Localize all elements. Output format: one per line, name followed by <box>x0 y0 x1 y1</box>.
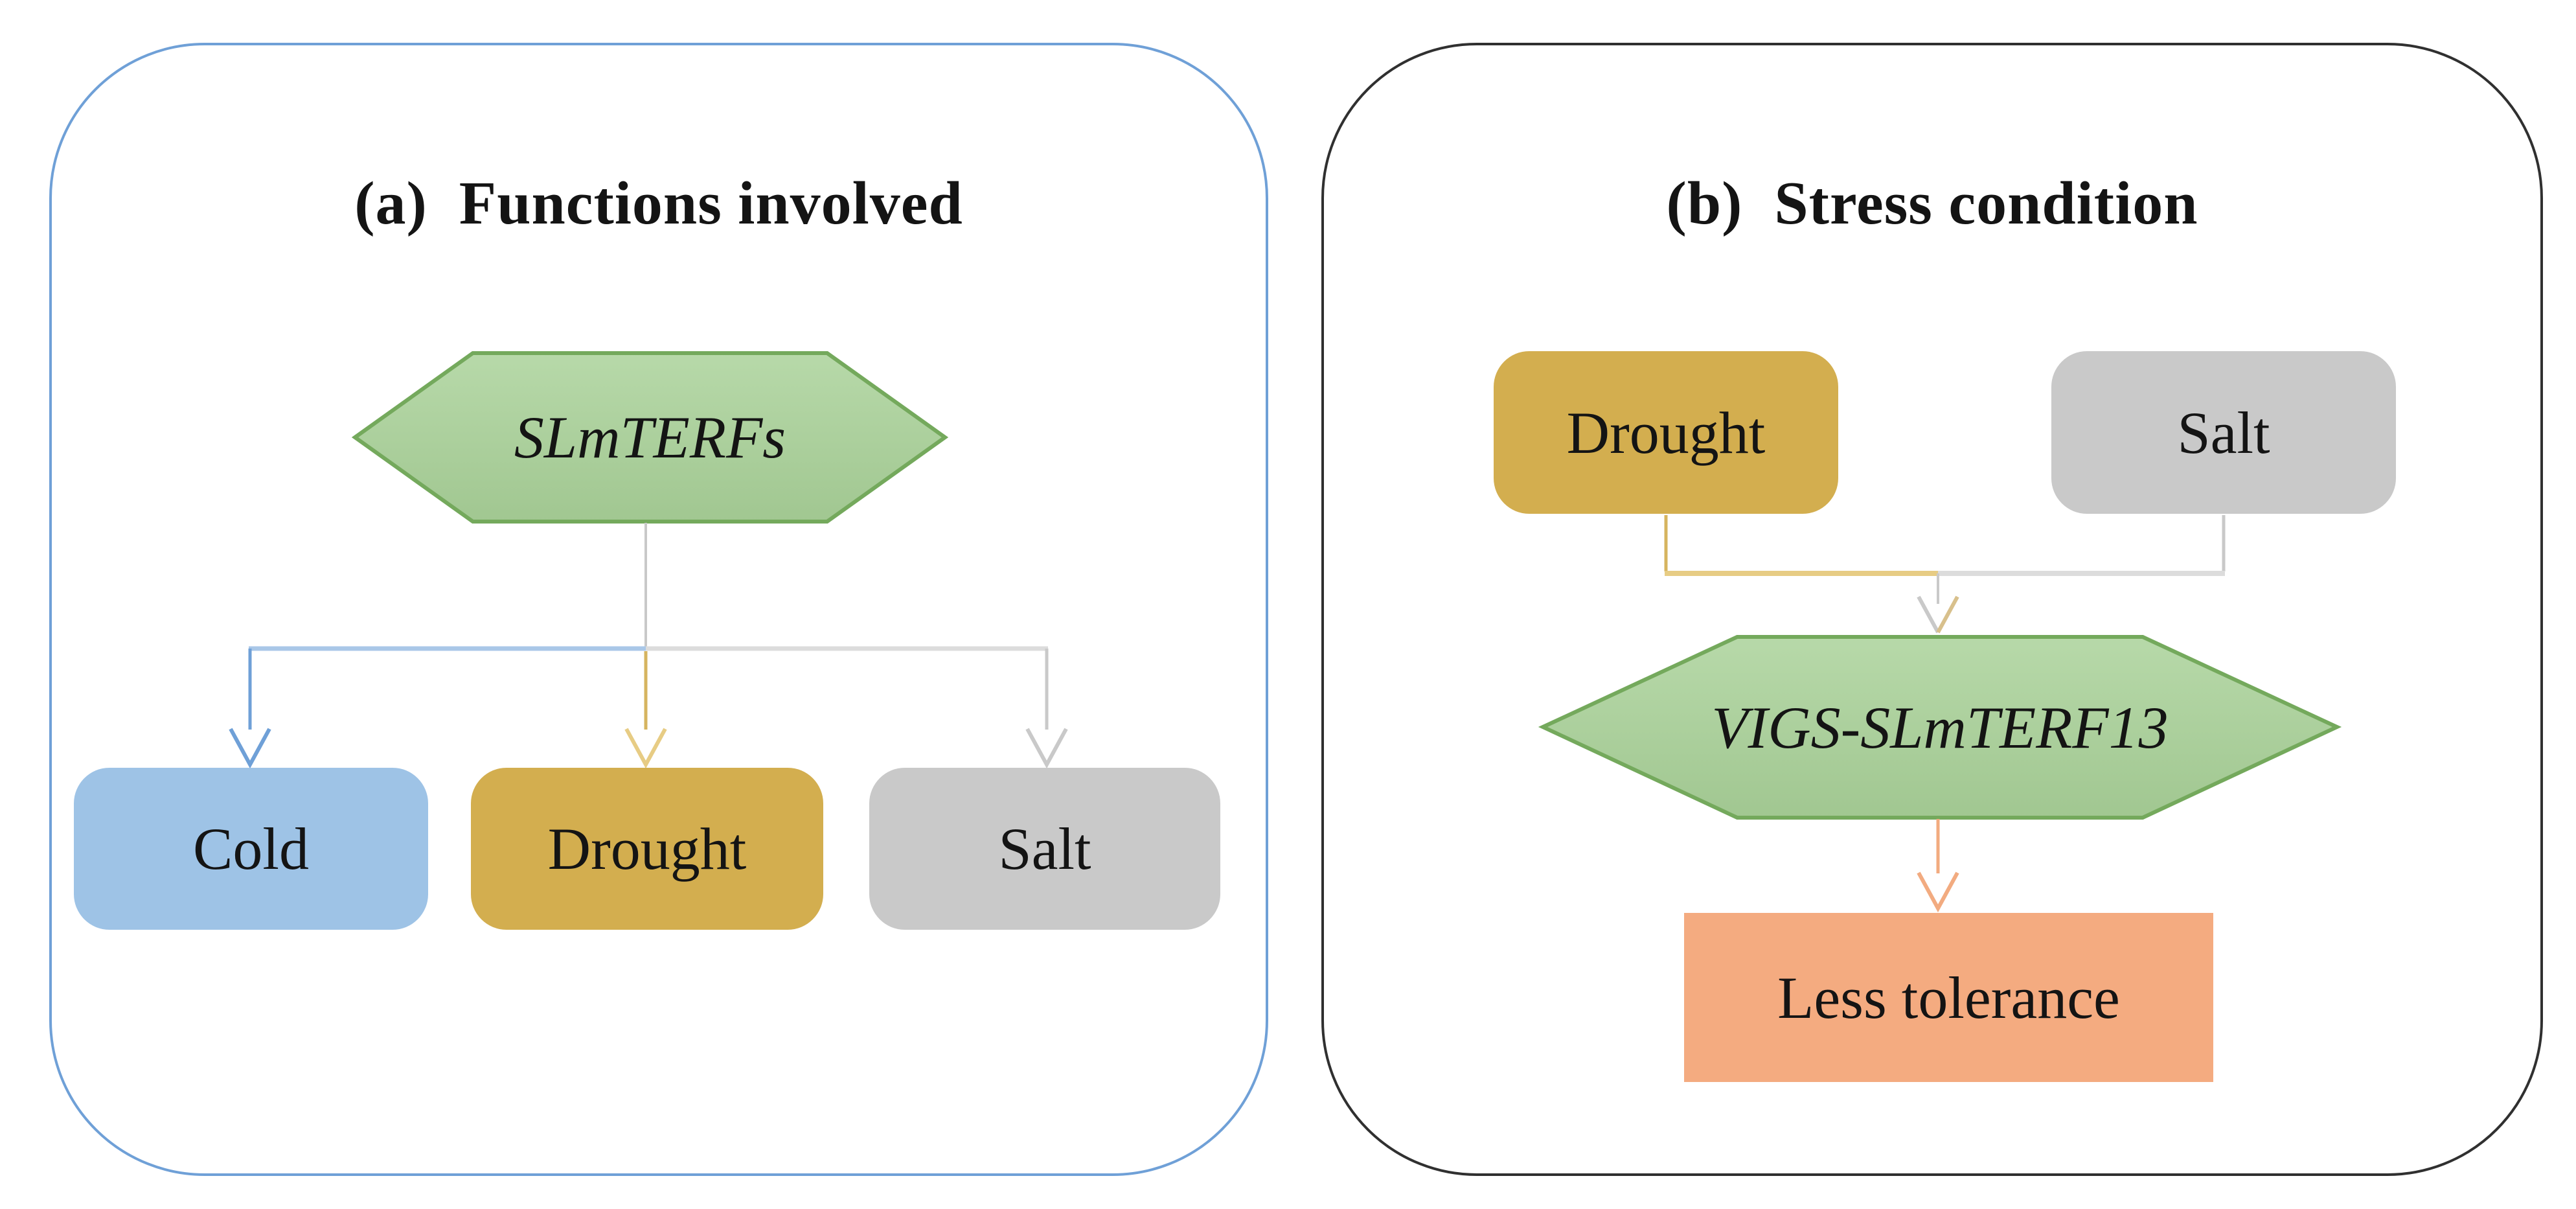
branch-cold-arrowhead <box>229 728 271 769</box>
hexagon-slmterfs <box>351 351 949 524</box>
panel-a-title: (a) Functions involved <box>354 170 963 237</box>
node-less-tolerance-label: Less tolerance <box>1777 964 2120 1031</box>
node-salt-a: Salt <box>869 768 1220 930</box>
junction-arrowhead-right <box>1936 595 1959 634</box>
node-drought-a-label: Drought <box>547 816 747 882</box>
hexagon-a-label: SLmTERFs <box>514 404 786 470</box>
node-drought-a: Drought <box>471 768 823 930</box>
node-drought-b-label: Drought <box>1566 399 1766 466</box>
node-salt-b-label: Salt <box>2177 399 2270 466</box>
hexagon-vigs-slmterf13 <box>1538 635 2342 820</box>
branch-drought-arrowhead <box>624 728 667 769</box>
node-drought-b: Drought <box>1494 351 1838 514</box>
panel-b-title: (b) Stress condition <box>1666 170 2198 237</box>
node-salt-b: Salt <box>2051 351 2396 514</box>
panel-a-functions-involved: (a) Functions involved <box>49 43 1268 1176</box>
node-less-tolerance: Less tolerance <box>1684 913 2213 1082</box>
node-cold-label: Cold <box>193 816 309 882</box>
hexagon-b-label: VIGS-SLmTERF13 <box>1711 694 2169 761</box>
branch-salt-arrowhead <box>1025 728 1068 769</box>
node-cold: Cold <box>74 768 428 930</box>
result-arrowhead <box>1917 871 1959 913</box>
node-salt-a-label: Salt <box>998 816 1091 882</box>
junction-arrowhead-left <box>1917 595 1940 634</box>
